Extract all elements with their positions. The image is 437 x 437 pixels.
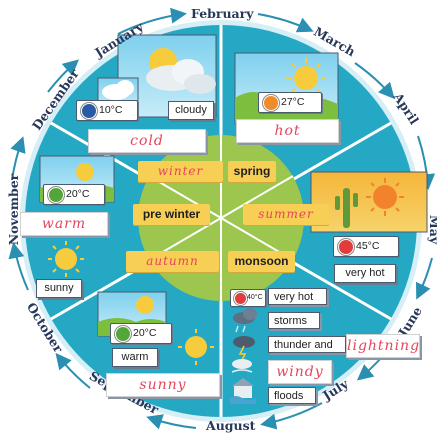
season-monsoon-pill: monsoon	[228, 251, 295, 272]
monsoon-item-storms: storms	[268, 312, 320, 329]
month-november: November	[6, 173, 22, 246]
thermometer-dot-icon	[81, 103, 97, 119]
month-may: May	[427, 214, 437, 245]
autumn-temp: 20°C	[133, 327, 157, 339]
monsoon-item-windy: windy	[268, 360, 332, 384]
spring-temp-badge: 27°C	[258, 92, 322, 113]
thermometer-dot-icon	[48, 187, 64, 203]
sun-icon	[48, 241, 84, 277]
summer-temp-badge: 45°C	[333, 236, 399, 257]
cloud-icon	[102, 80, 134, 100]
month-arrows	[8, 7, 436, 430]
thunder-cloud-icon	[233, 336, 255, 361]
storm-cloud-icon	[233, 308, 257, 333]
autumn-temp-badge: 20°C	[110, 323, 172, 344]
season-pre-winter-pill: pre winter	[133, 204, 210, 225]
cactus-sun-icon	[335, 178, 404, 228]
month-august: August	[206, 418, 256, 433]
pre-winter-temp: 20°C	[66, 188, 90, 200]
monsoon-item-floods: floods	[268, 387, 316, 404]
monsoon-temp: 40°C	[247, 294, 263, 301]
winter-scene	[97, 34, 217, 118]
summer-temp: 45°C	[356, 240, 380, 252]
monsoon-item-lightning: lightning	[346, 334, 420, 358]
season-spring-pill: spring	[228, 161, 276, 182]
season-winter-pill: winter	[138, 161, 223, 182]
thermometer-dot-icon	[338, 239, 354, 255]
thermometer-dot-icon	[263, 95, 279, 111]
winter-temp: 10°C	[99, 104, 123, 116]
spring-feel-card: hot	[236, 119, 339, 143]
winter-weather-card: cloudy	[168, 101, 214, 120]
sun-icon	[178, 329, 214, 365]
spring-temp: 27°C	[281, 96, 305, 108]
sun-cloud-icon	[146, 48, 216, 94]
autumn-feel-card: sunny	[106, 373, 220, 397]
thermometer-dot-icon	[234, 292, 247, 305]
monsoon-item-very-hot: very hot	[268, 288, 327, 305]
pre-winter-temp-badge: 20°C	[43, 184, 105, 205]
month-february: February	[191, 6, 254, 21]
summer-feel-card: very hot	[334, 264, 396, 283]
season-autumn-pill: autumn	[126, 251, 219, 272]
pre-winter-feel-card: warm	[20, 212, 108, 236]
winter-feel-card: cold	[88, 129, 206, 153]
autumn-weather-card: warm	[112, 348, 158, 367]
monsoon-icons	[230, 308, 257, 404]
monsoon-item-thunder: thunder and	[268, 336, 346, 353]
flood-house-icon	[230, 378, 256, 404]
season-summer-pill: summer	[243, 204, 329, 225]
summer-scene	[310, 171, 428, 233]
monsoon-temp-badge: 40°C	[230, 289, 266, 307]
thermometer-dot-icon	[115, 326, 131, 342]
wind-icon	[231, 359, 253, 373]
winter-temp-badge: 10°C	[76, 100, 138, 121]
pre-winter-weather-card: sunny	[36, 279, 82, 298]
